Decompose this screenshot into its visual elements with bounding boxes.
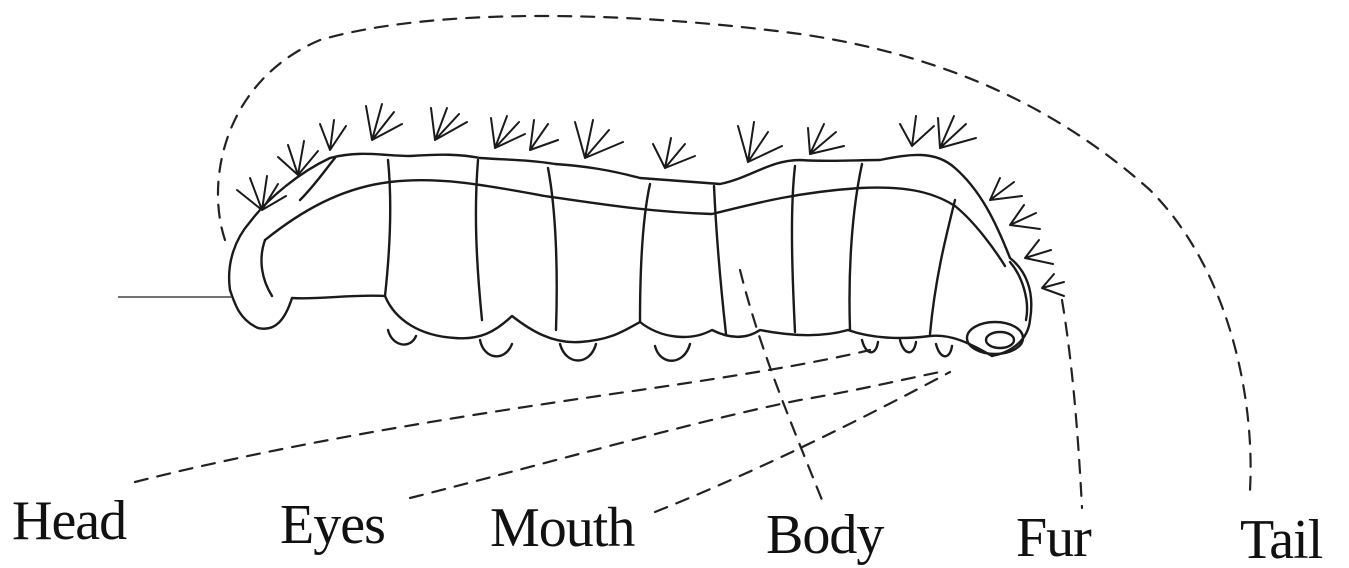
eyes-leader xyxy=(410,372,940,498)
mouth-leader xyxy=(655,372,950,512)
fur-leader xyxy=(1062,300,1082,508)
label-eyes: Eyes xyxy=(280,497,385,553)
body-leader xyxy=(740,270,822,500)
head-leader xyxy=(218,16,1251,490)
leader-lines xyxy=(135,16,1251,512)
label-head: Head xyxy=(12,493,126,549)
label-mouth: Mouth xyxy=(490,500,634,556)
label-fur: Fur xyxy=(1016,510,1091,566)
label-body: Body xyxy=(766,507,883,563)
tail-leader xyxy=(135,350,870,482)
label-tail: Tail xyxy=(1240,512,1322,568)
caterpillar-body xyxy=(118,154,1031,361)
